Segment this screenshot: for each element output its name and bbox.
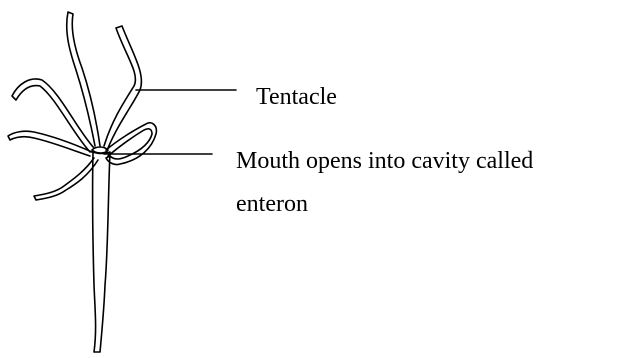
tentacle-left [7, 130, 93, 157]
tentacle-upper-left [65, 11, 101, 147]
tentacle-left-mid [11, 78, 95, 153]
mouth-label-line2: enteron [236, 191, 308, 217]
hydra-body [91, 151, 111, 353]
tentacle-lower-left [33, 157, 99, 201]
mouth-label-line1: Mouth opens into cavity called [236, 148, 534, 174]
tentacle-label: Tentacle [256, 84, 337, 110]
mouth-region [91, 146, 109, 154]
tentacle-upper-right [103, 25, 143, 149]
tentacle-right [105, 121, 158, 166]
